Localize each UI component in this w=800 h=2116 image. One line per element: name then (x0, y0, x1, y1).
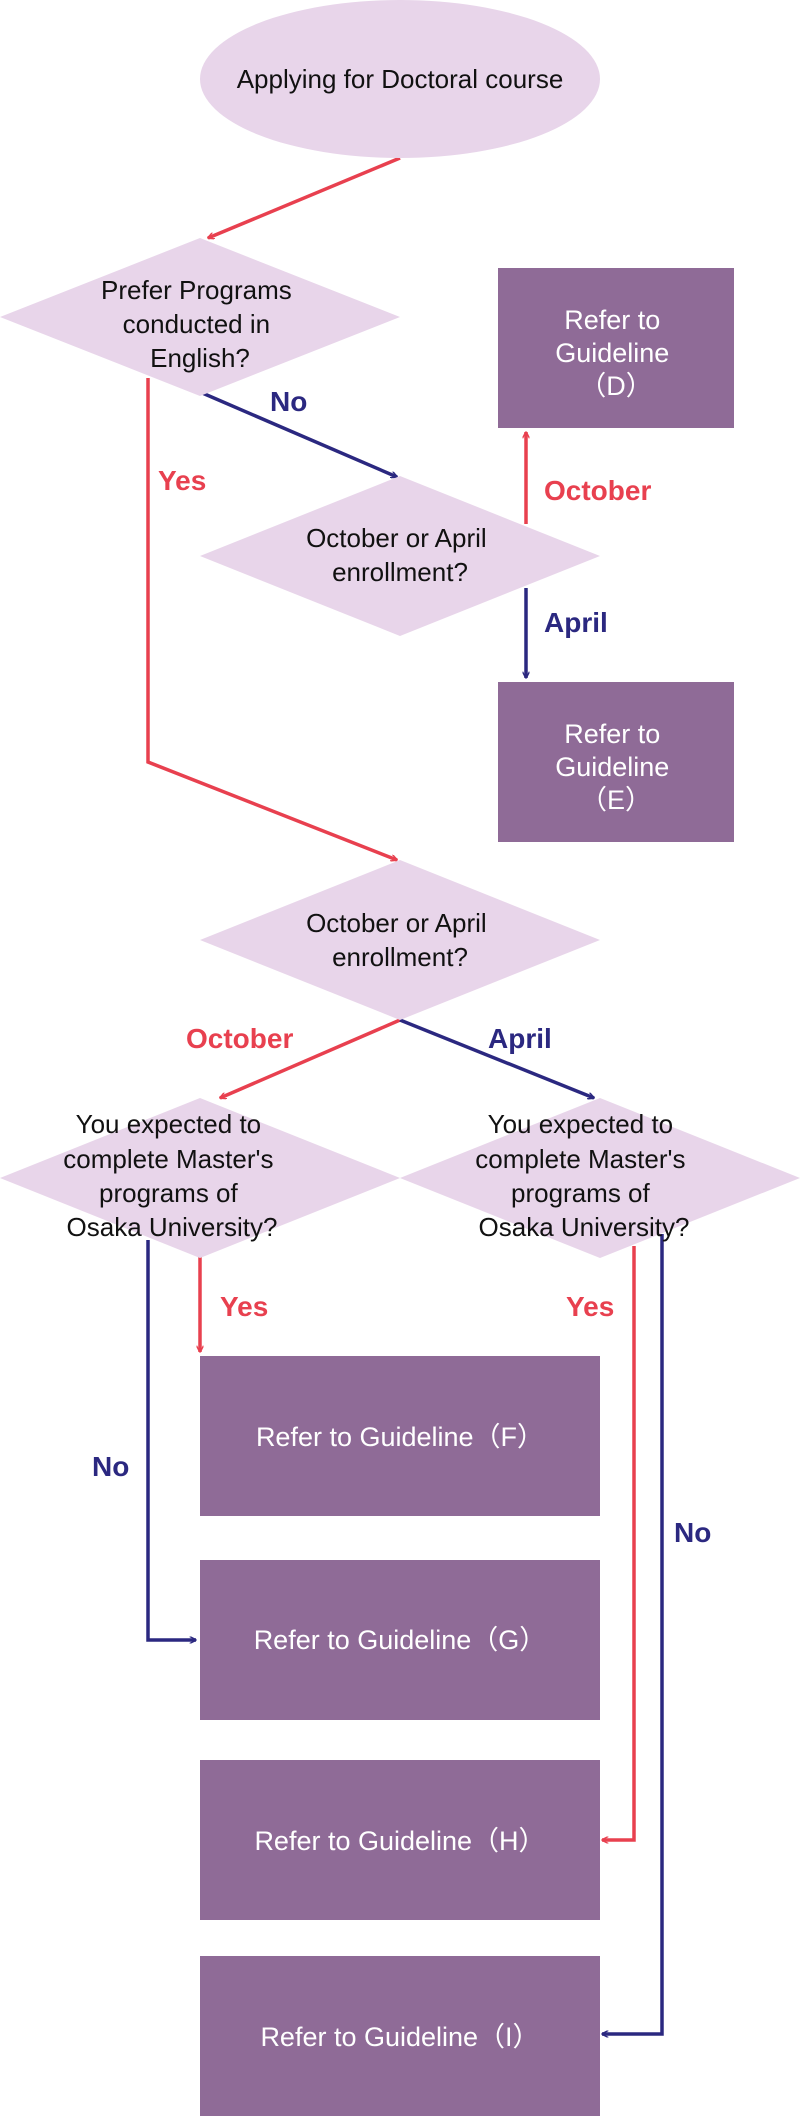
guideline-e-box: Refer to Guideline （E） (498, 682, 734, 842)
guideline-i-box: Refer to Guideline（I） (200, 1956, 600, 2116)
guideline-h-label: Refer to Guideline（H） (254, 1826, 545, 1856)
decision-english: Prefer Programs conducted in English? (0, 238, 400, 396)
guideline-f-label: Refer to Guideline（F） (256, 1422, 544, 1452)
arrow-english-yes (146, 378, 397, 860)
arrow-english-no (199, 390, 397, 479)
guideline-f-box: Refer to Guideline（F） (200, 1356, 600, 1516)
edge-label-english-no: No (270, 386, 307, 417)
decision-enroll-top: October or April enrollment? (200, 476, 600, 636)
decision-master-left-label: You expected to complete Master's progra… (63, 1109, 280, 1242)
arrow-mid-april (399, 1018, 594, 1100)
edge-label-right-yes: Yes (566, 1291, 614, 1322)
guideline-h-box: Refer to Guideline（H） (200, 1760, 600, 1920)
arrow-right-yes (602, 1246, 636, 1840)
decision-master-left: You expected to complete Master's progra… (0, 1098, 400, 1258)
decision-enroll-mid-label: October or April enrollment? (306, 908, 494, 972)
guideline-e-label: Refer to Guideline （E） (555, 719, 677, 815)
decision-master-right: You expected to complete Master's progra… (400, 1098, 800, 1258)
edge-label-mid-april: April (488, 1023, 552, 1054)
start-label: Applying for Doctoral course (237, 64, 564, 94)
decision-enroll-mid: October or April enrollment? (200, 860, 600, 1020)
guideline-d-box: Refer to Guideline （D） (498, 268, 734, 428)
edge-label-right-no: No (674, 1517, 711, 1548)
edge-label-left-no: No (92, 1451, 129, 1482)
arrow-mid-october (220, 1018, 401, 1100)
decision-master-right-label: You expected to complete Master's progra… (475, 1109, 692, 1242)
arrow-left-no (146, 1240, 196, 1640)
arrow-start-to-english (208, 156, 401, 240)
decision-english-label: Prefer Programs conducted in English? (101, 275, 299, 373)
edge-label-left-yes: Yes (220, 1291, 268, 1322)
guideline-i-label: Refer to Guideline（I） (260, 2022, 539, 2052)
edge-label-mid-october: October (186, 1023, 293, 1054)
edge-label-english-yes: Yes (158, 465, 206, 496)
guideline-d-label: Refer to Guideline （D） (555, 305, 677, 401)
guideline-g-label: Refer to Guideline（G） (254, 1625, 547, 1655)
guideline-g-box: Refer to Guideline（G） (200, 1560, 600, 1720)
decision-enroll-top-label: October or April enrollment? (306, 523, 494, 587)
edge-label-top-october: October (544, 475, 651, 506)
edge-label-top-april: April (544, 607, 608, 638)
arrow-right-no (602, 1234, 664, 2034)
start-node: Applying for Doctoral course (200, 0, 600, 158)
